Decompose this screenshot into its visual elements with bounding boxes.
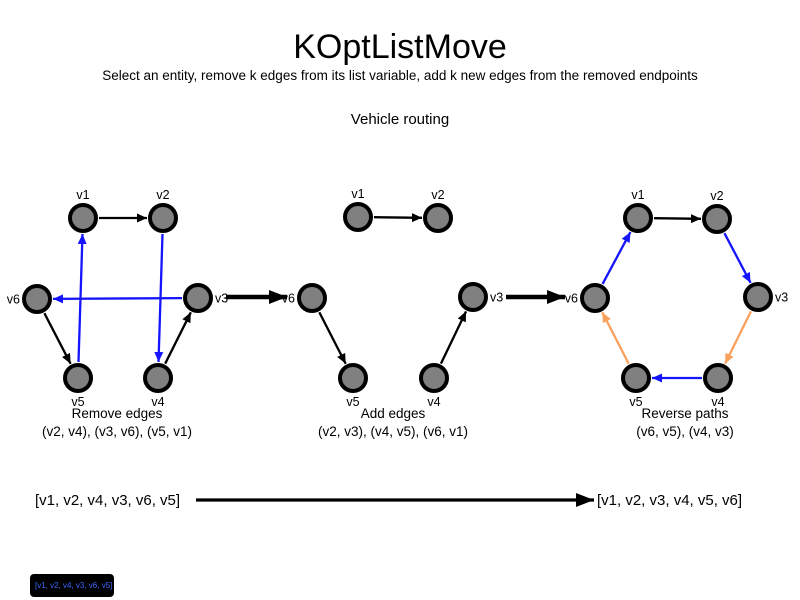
caption-remove-edges: Remove edges [72,406,163,421]
node-v4 [419,363,449,393]
edge-v3-v4 [724,310,752,365]
node-label-v6: v6 [565,292,578,306]
caption-detail-remove-edges: (v2, v4), (v3, v6), (v5, v1) [42,424,192,439]
node-v2 [148,203,178,233]
edge-v4-v3 [164,311,192,365]
status-chip: [v1, v2, v4, v3, v6, v5] [30,574,114,597]
caption-detail-reverse-paths: (v6, v5), (v4, v3) [636,424,734,439]
node-v6 [297,283,327,313]
edge-v6-v5 [318,311,347,365]
node-v1 [68,203,98,233]
list-after: [v1, v2, v3, v4, v5, v6] [597,492,742,509]
edge-v2-v3 [723,232,752,284]
node-v5 [63,363,93,393]
edge-v6-v5 [43,312,72,365]
node-v1 [623,203,653,233]
context-label: Vehicle routing [351,111,449,128]
edge-v5-v1 [77,233,87,363]
node-v5 [621,363,651,393]
node-label-v1: v1 [76,188,89,202]
node-v1 [343,202,373,232]
node-label-v4: v4 [151,395,164,409]
node-v6 [580,283,610,313]
node-label-v3: v3 [215,292,228,306]
node-v4 [143,363,173,393]
node-label-v2: v2 [710,189,723,203]
node-label-v5: v5 [71,395,84,409]
page-title: KOptListMove [293,28,507,66]
node-label-v6: v6 [7,293,20,307]
caption-detail-add-edges: (v2, v3), (v4, v5), (v6, v1) [318,424,468,439]
node-label-v5: v5 [629,395,642,409]
caption-reverse-paths: Reverse paths [641,406,728,421]
edge-v3-v6 [52,294,183,304]
node-label-v4: v4 [427,395,440,409]
edge-v6-v1 [601,231,632,285]
node-v3 [458,282,488,312]
node-v3 [743,282,773,312]
edge-v1-v2 [653,214,702,224]
node-label-v3: v3 [775,291,788,305]
node-v5 [338,363,368,393]
node-v2 [702,204,732,234]
node-label-v5: v5 [346,395,359,409]
caption-add-edges: Add edges [361,406,426,421]
node-label-v3: v3 [490,291,503,305]
node-v3 [183,283,213,313]
edge-v1-v2 [373,213,423,223]
node-v6 [22,284,52,314]
edge-v5-v6 [601,311,630,365]
node-v2 [423,203,453,233]
node-v4 [703,363,733,393]
node-label-v1: v1 [351,187,364,201]
list-before: [v1, v2, v4, v3, v6, v5] [35,492,180,509]
node-label-v4: v4 [711,395,724,409]
node-label-v1: v1 [631,188,644,202]
status-chip-text: [v1, v2, v4, v3, v6, v5] [35,580,113,590]
page-subtitle: Select an entity, remove k edges from it… [102,68,698,83]
edge-v4-v3 [439,310,468,365]
node-label-v2: v2 [156,188,169,202]
node-label-v2: v2 [431,188,444,202]
